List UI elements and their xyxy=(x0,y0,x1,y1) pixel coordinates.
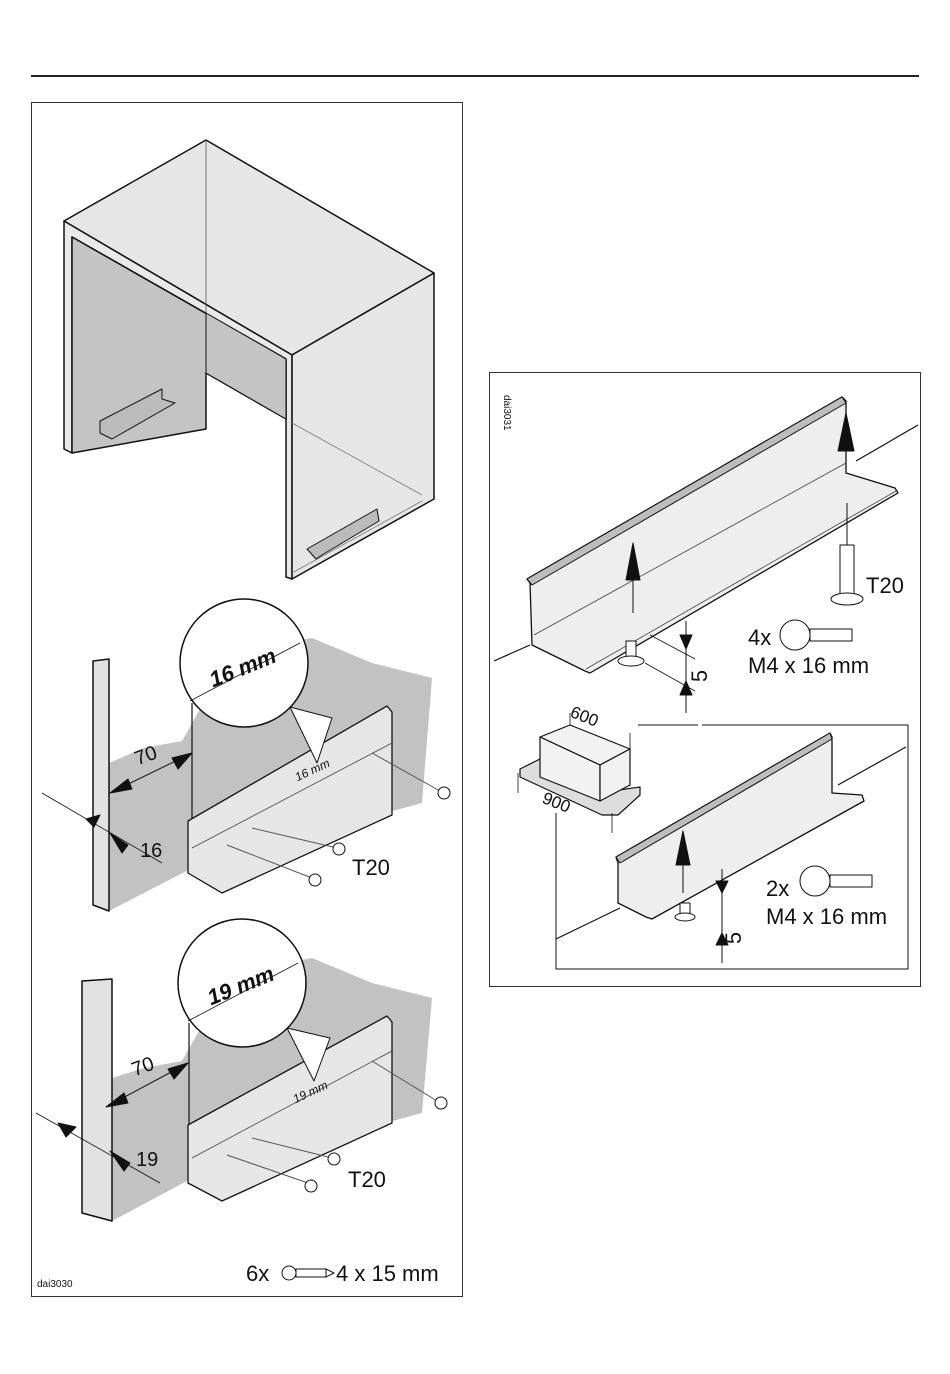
bracket-16mm-drawing xyxy=(41,598,451,912)
bracket-left xyxy=(99,388,176,440)
bottom-screw xyxy=(617,640,645,667)
magnifier-16mm xyxy=(179,598,309,728)
inset-bottom-screw xyxy=(674,902,696,922)
lift-arrow-left xyxy=(625,542,641,613)
t20-screw xyxy=(830,503,864,606)
machine-screw-icon-inset xyxy=(799,865,873,897)
figure-panel-cabinet-brackets: 16 mm 16 mm 70 16 T20 19 mm 19 mm 70 19 … xyxy=(31,102,463,1297)
bracket-19mm-drawing xyxy=(35,918,448,1222)
cabinet-bracket-illustration xyxy=(35,139,451,1281)
tool-label-t20-lower: T20 xyxy=(348,1167,386,1192)
top-rail xyxy=(526,396,899,674)
lift-arrow-right xyxy=(837,412,855,468)
cabinet-drawing xyxy=(63,139,435,580)
lift-arrow-inset xyxy=(675,830,691,893)
figure-id-left: dai3030 xyxy=(37,1279,73,1290)
inset-gap-dim: 5 xyxy=(721,931,747,945)
appliance-box xyxy=(519,724,641,816)
inset-rail xyxy=(615,732,865,920)
top-tool-label-t20: T20 xyxy=(866,573,904,598)
inset-screw-size: M4 x 16 mm xyxy=(766,904,888,929)
inset-quantity: 2x xyxy=(766,876,790,901)
bracket-right xyxy=(306,508,380,560)
dim-thickness-19: 19 xyxy=(136,1149,159,1171)
screw-16-a xyxy=(226,844,322,887)
wood-screw-icon xyxy=(281,1265,336,1281)
screw-19-a xyxy=(226,1154,318,1193)
top-quantity: 4x xyxy=(748,625,772,650)
header-rule xyxy=(31,75,919,77)
screw-19-c xyxy=(371,1060,448,1110)
hardware-size: 4 x 15 mm xyxy=(336,1261,439,1286)
magnifier-19mm xyxy=(177,918,307,1048)
dim-thickness-16: 16 xyxy=(140,840,163,862)
machine-screw-icon-top xyxy=(779,619,853,651)
figure-id-right: dai3031 xyxy=(501,395,512,431)
screw-16-b xyxy=(251,827,346,856)
top-screw-size: M4 x 16 mm xyxy=(748,653,870,678)
top-gap-dim: 5 xyxy=(687,669,713,683)
tool-label-t20-upper: T20 xyxy=(352,855,390,880)
rail-mounting-illustration xyxy=(493,396,919,970)
screw-16-c xyxy=(371,752,451,800)
figure-panel-rail-mounting: dai3031 T20 4x M4 x 16 mm 5 600 900 2x M… xyxy=(489,372,921,987)
hardware-quantity: 6x xyxy=(246,1261,270,1286)
screw-19-b xyxy=(251,1137,341,1166)
